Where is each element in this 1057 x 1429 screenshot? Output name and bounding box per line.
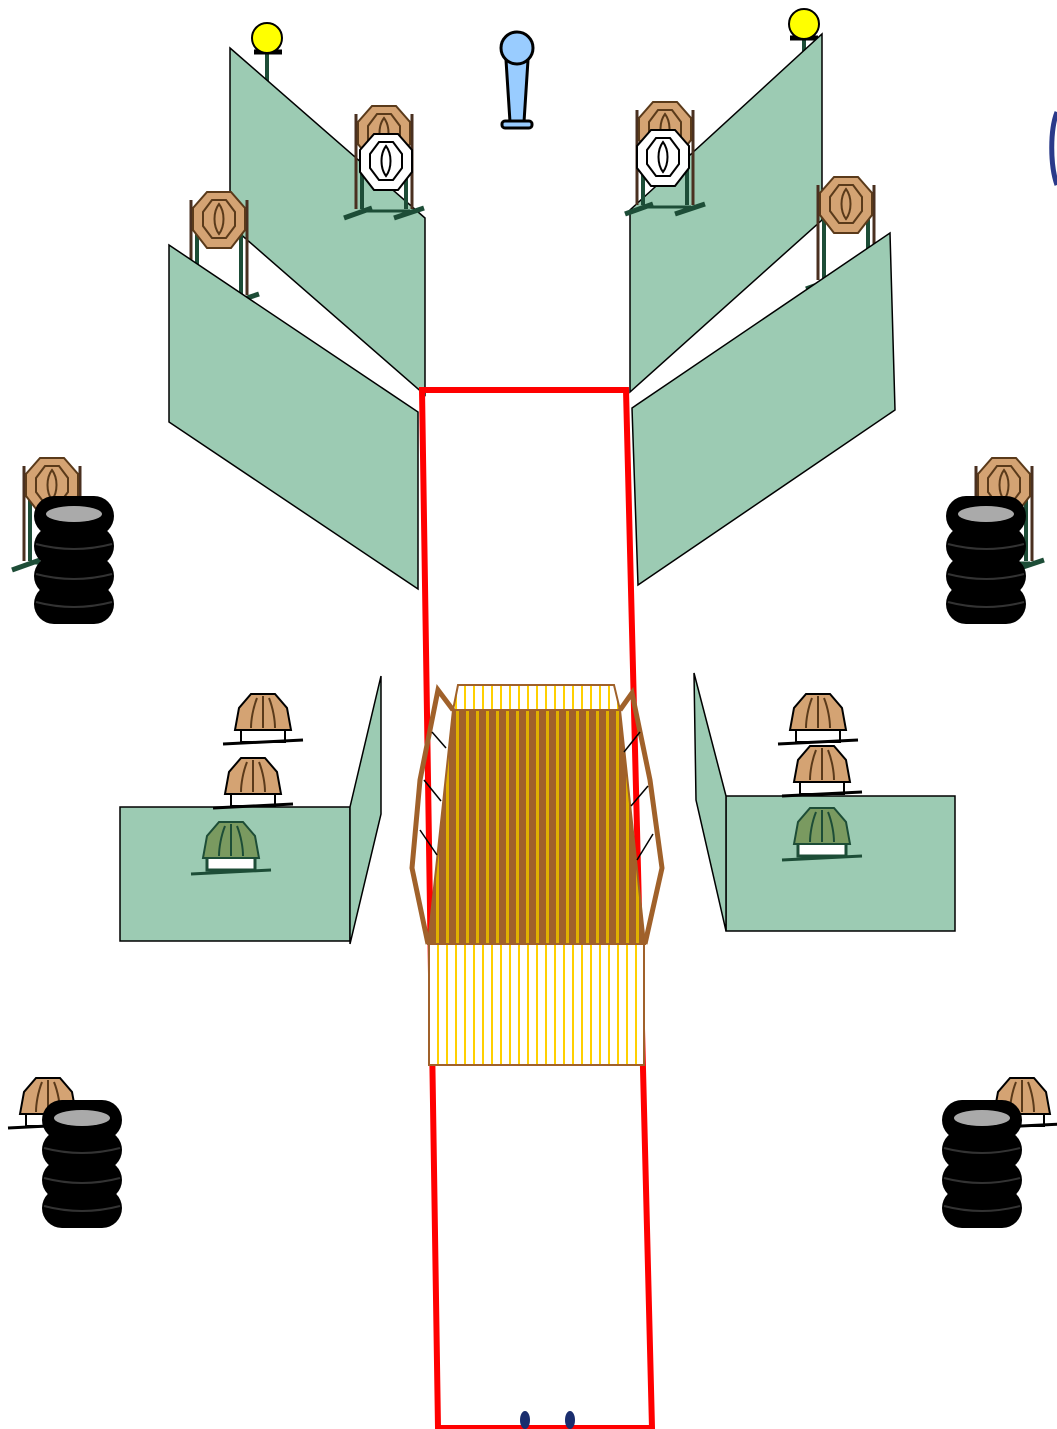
no-shoot-target-icon — [636, 129, 690, 187]
tire-stack-icon — [941, 1099, 1023, 1229]
vision-barrier-icon — [168, 243, 419, 591]
paper-target-icon — [780, 744, 864, 798]
tire-stack-icon — [945, 495, 1027, 625]
vision-barrier-icon — [693, 672, 956, 932]
steel-popper-icon — [499, 30, 535, 130]
logo-fragment — [1049, 111, 1057, 186]
vision-barrier-icon — [631, 231, 896, 587]
start-position-icon — [520, 1411, 575, 1429]
paper-target-icon — [776, 692, 860, 746]
paper-target-icon — [221, 692, 305, 746]
fault-line-icon — [418, 387, 656, 1429]
paper-target-icon — [211, 756, 295, 810]
tire-stack-icon — [41, 1099, 123, 1229]
tire-stack-icon — [33, 495, 115, 625]
ramp-icon — [409, 684, 665, 1066]
no-shoot-target-icon — [359, 133, 413, 191]
